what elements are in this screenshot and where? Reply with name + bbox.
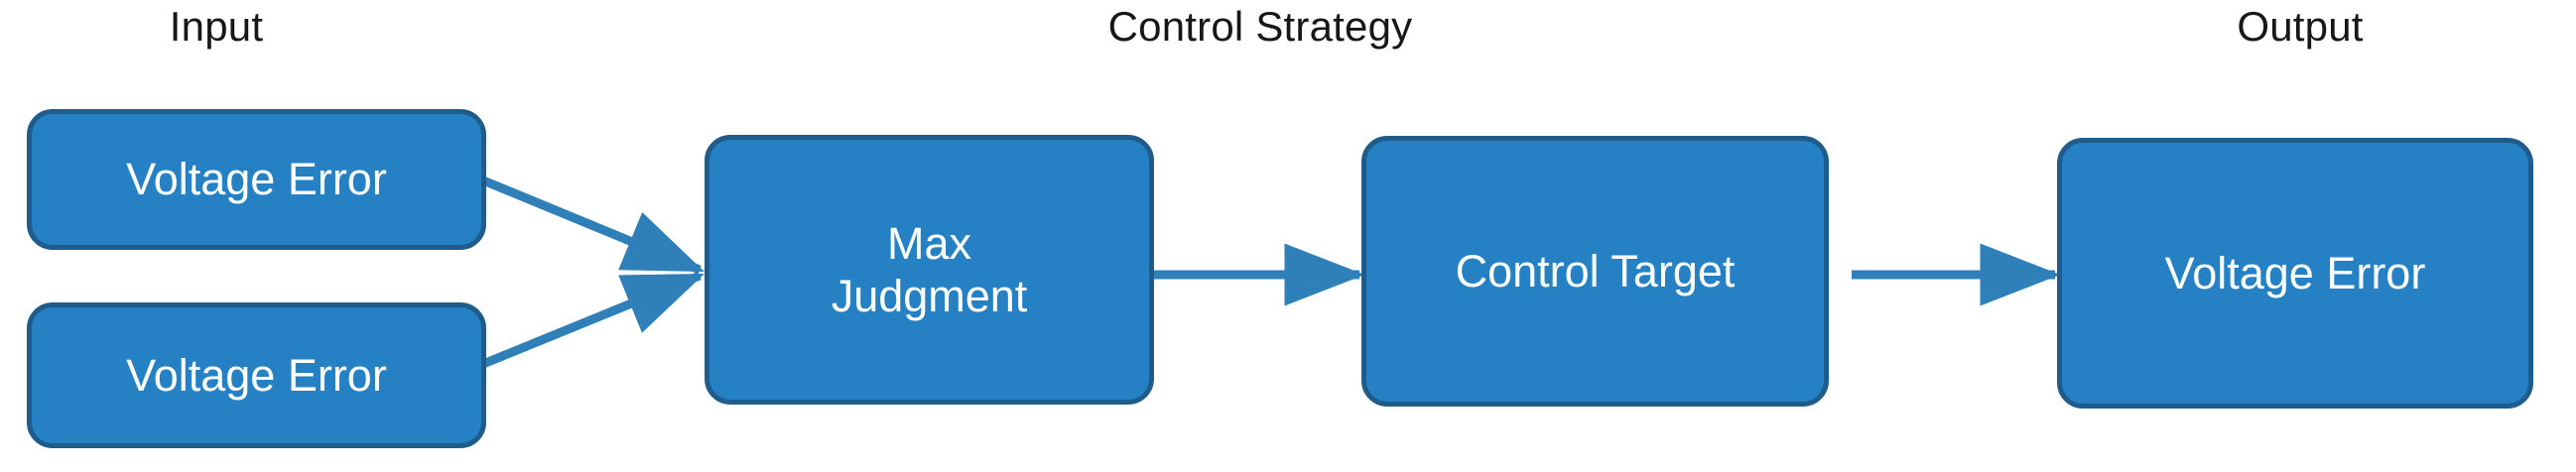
section-label-input: Input — [169, 3, 264, 50]
edge-input1-to-max — [481, 176, 705, 275]
node-control-target[interactable]: Control Target — [1361, 136, 1829, 407]
node-voltage-error-input-1[interactable]: Voltage Error — [27, 109, 486, 250]
section-label-output: Output — [2237, 3, 2364, 50]
node-voltage-error-output[interactable]: Voltage Error — [2057, 138, 2533, 409]
node-max-judgment[interactable]: Max Judgment — [705, 135, 1154, 405]
node-voltage-error-input-2[interactable]: Voltage Error — [27, 302, 486, 448]
section-label-control-strategy: Control Strategy — [1107, 3, 1413, 50]
edge-input2-to-max — [481, 271, 705, 369]
